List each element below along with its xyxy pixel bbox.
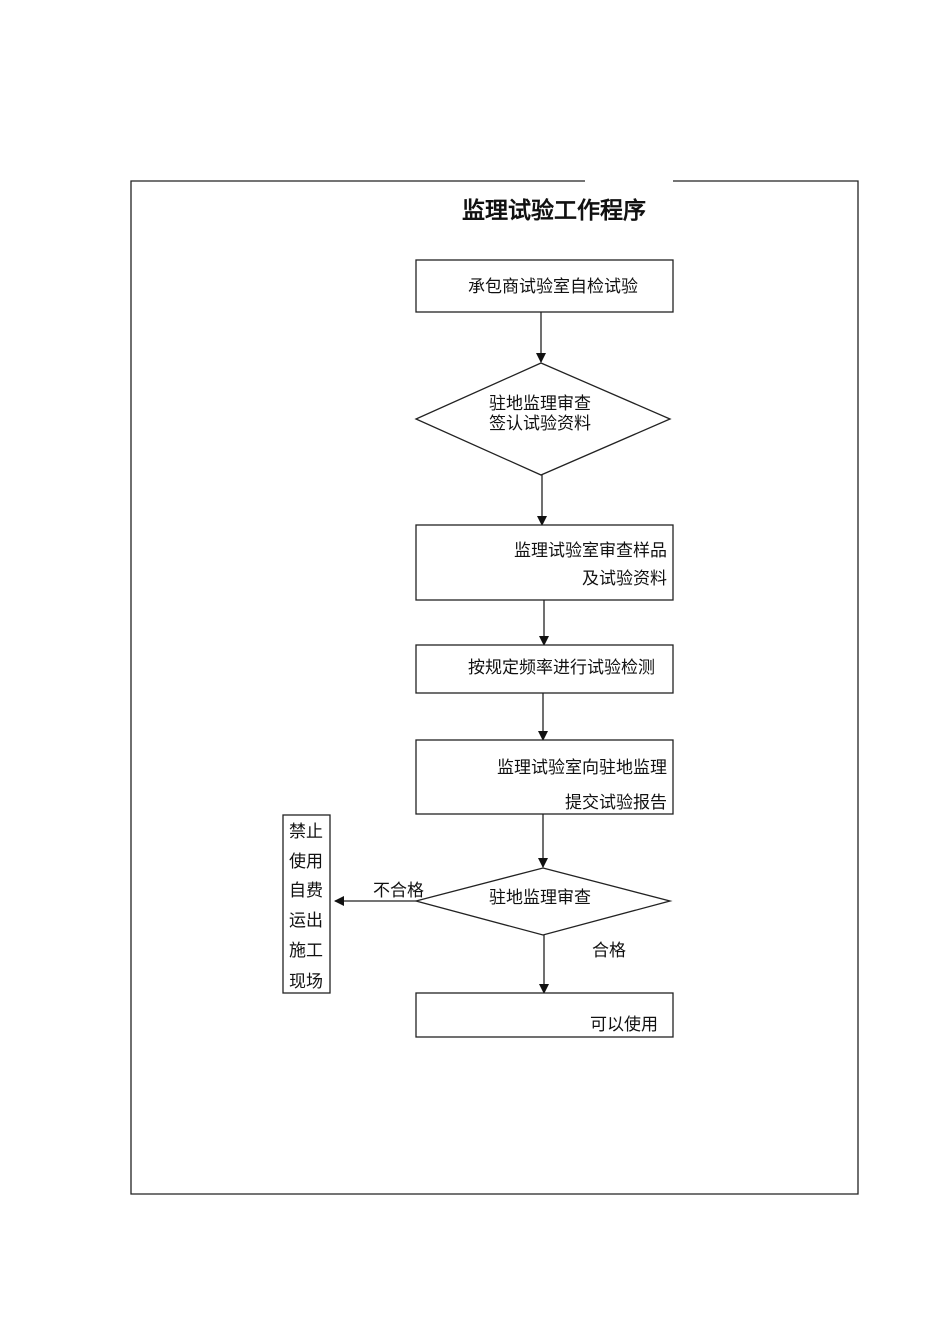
rejected-line: 运出 xyxy=(289,911,323,931)
rejected-line: 施工 xyxy=(289,941,323,961)
fail-label: 不合格 xyxy=(373,881,424,901)
pass-label: 合格 xyxy=(592,941,626,961)
resident-review-2-label: 驻地监理审查 xyxy=(489,888,591,908)
frequency-test-box xyxy=(415,644,674,694)
resident-review-decision-2 xyxy=(413,867,673,936)
rejected-box xyxy=(282,814,331,994)
resident-review-1-line1: 驻地监理审查 xyxy=(489,394,591,414)
rejected-line: 使用 xyxy=(289,851,323,872)
submit-report-line2: 提交试验报告 xyxy=(565,793,667,813)
resident-review-1-line2: 签认试验资料 xyxy=(489,414,591,434)
lab-review-line2: 及试验资料 xyxy=(582,569,667,589)
page-title: 监理试验工作程序 xyxy=(462,197,646,224)
rejected-line: 自费 xyxy=(289,881,323,901)
frame-border xyxy=(130,180,859,1195)
resident-review-decision-1 xyxy=(414,362,672,476)
submit-report-line1: 监理试验室向驻地监理 xyxy=(497,758,667,778)
contractor-test-label: 承包商试验室自检试验 xyxy=(468,277,638,297)
rejected-line: 现场 xyxy=(289,972,323,992)
submit-report-box xyxy=(415,739,674,815)
frequency-test-label: 按规定频率进行试验检测 xyxy=(468,658,655,678)
rejected-line: 禁止 xyxy=(289,822,323,842)
lab-review-line1: 监理试验室审查样品 xyxy=(514,541,667,561)
usable-label: 可以使用 xyxy=(590,1014,658,1035)
contractor-test-box xyxy=(415,259,674,313)
usable-box xyxy=(415,992,674,1038)
